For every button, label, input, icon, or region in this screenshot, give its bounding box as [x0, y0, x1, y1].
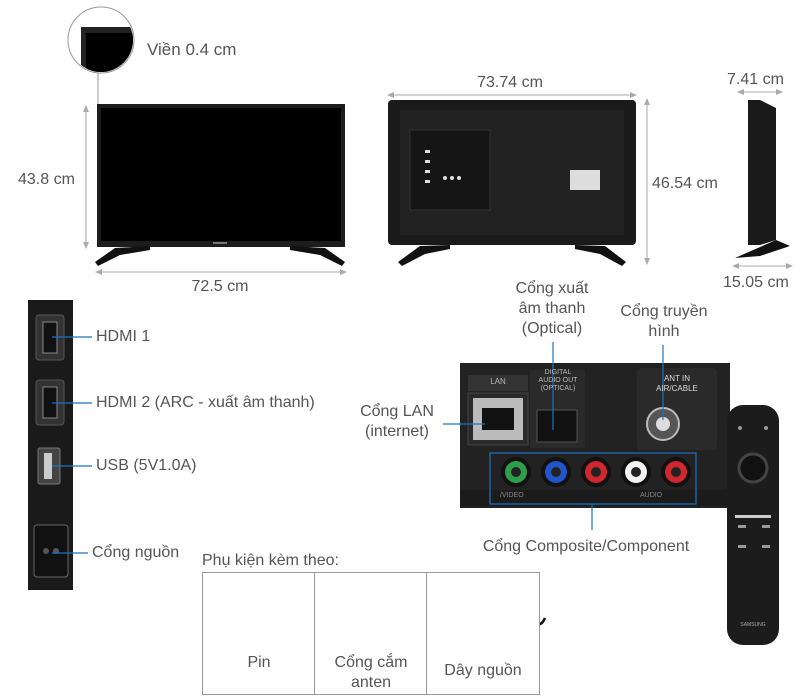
port-label-hdmi2: HDMI 2 (ARC - xuất âm thanh) [96, 394, 315, 411]
back-height-label: 46.54 cm [652, 175, 718, 192]
accessories-title: Phụ kiện kèm theo: [202, 552, 339, 569]
stand-depth-label: 15.05 cm [723, 274, 789, 291]
accessory-label: Cổng cắm anten [334, 654, 408, 691]
back-width-label: 73.74 cm [477, 74, 543, 91]
side-depth-label: 7.41 cm [727, 71, 784, 88]
rca-jack [501, 457, 531, 487]
accessory-power-cord: Dây nguồn [426, 572, 540, 695]
rca-jack [661, 457, 691, 487]
tv-side-view [732, 89, 793, 269]
panel-ant-text: ANT IN AIR/CABLE [656, 374, 698, 393]
rca-jacks [501, 457, 691, 487]
accessory-antenna-adapter: Cổng cắm anten [314, 572, 428, 695]
accessory-label: Dây nguồn [444, 662, 522, 679]
remote-control [727, 405, 779, 645]
side-port-panel [28, 300, 92, 590]
composite-port-label: Cổng Composite/Component [482, 538, 690, 555]
lan-port-label: Cổng LAN (internet) [360, 403, 434, 440]
bezel-zoom-circle [67, 6, 135, 104]
front-height-label: 43.8 cm [18, 171, 75, 188]
front-width-label: 72.5 cm [191, 278, 249, 295]
rca-jack [581, 457, 611, 487]
accessory-battery: Pin [202, 572, 316, 695]
optical-port-label: Cổng xuất âm thanh (Optical) [515, 280, 589, 337]
antenna-port-label: Cổng truyền hình [620, 303, 708, 340]
rca-jack [541, 457, 571, 487]
rca-jack [621, 457, 651, 487]
accessory-label: Pin [247, 654, 271, 671]
port-label-power: Cổng nguồn [92, 544, 180, 561]
panel-lan-text: LAN [490, 377, 506, 386]
tv-front-view [83, 104, 347, 275]
panel-audio-text: AUDIO [640, 492, 663, 499]
panel-optical-text: DIGITAL AUDIO OUT (OPTICAL) [538, 369, 578, 392]
panel-video-text: /VIDEO [500, 492, 524, 499]
rear-port-panel [443, 342, 730, 530]
port-label-hdmi1: HDMI 1 [96, 328, 151, 345]
bezel-label: Viền 0.4 cm [147, 40, 237, 59]
port-label-usb: USB (5V1.0A) [96, 457, 197, 474]
tv-back-view [387, 92, 650, 266]
remote-brand-logo: SAMSUNG [740, 622, 766, 628]
